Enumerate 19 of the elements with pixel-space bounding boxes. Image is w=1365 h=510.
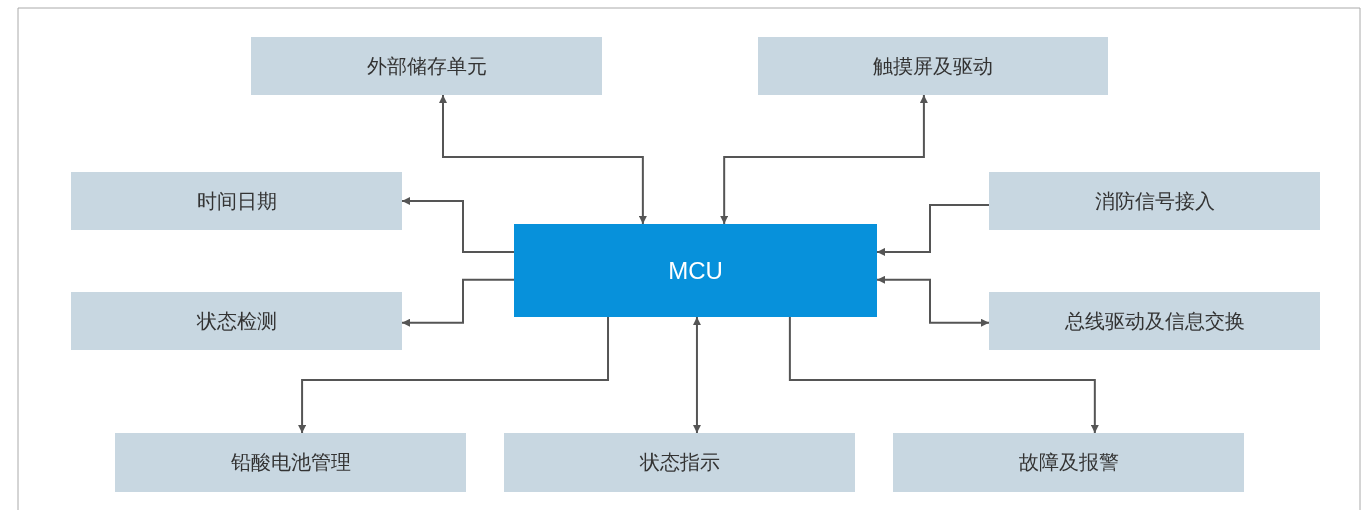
arrow <box>439 94 647 225</box>
arrow <box>298 316 609 434</box>
module-box: 状态指示 <box>504 433 855 492</box>
module-box: 总线驱动及信息交换 <box>989 292 1320 350</box>
arrow <box>401 278 515 327</box>
mcu-box: MCU <box>514 224 877 317</box>
arrow <box>876 275 990 327</box>
module-box: 外部储存单元 <box>251 37 602 95</box>
arrow <box>401 197 515 253</box>
arrow <box>720 94 928 225</box>
arrow <box>788 316 1099 434</box>
module-box: 消防信号接入 <box>989 172 1320 230</box>
module-box: 铅酸电池管理 <box>115 433 466 492</box>
module-box: 故障及报警 <box>893 433 1244 492</box>
arrow <box>876 204 990 256</box>
module-box: 时间日期 <box>71 172 402 230</box>
module-box: 状态检测 <box>71 292 402 350</box>
arrow <box>692 316 701 434</box>
module-box: 触摸屏及驱动 <box>758 37 1108 95</box>
